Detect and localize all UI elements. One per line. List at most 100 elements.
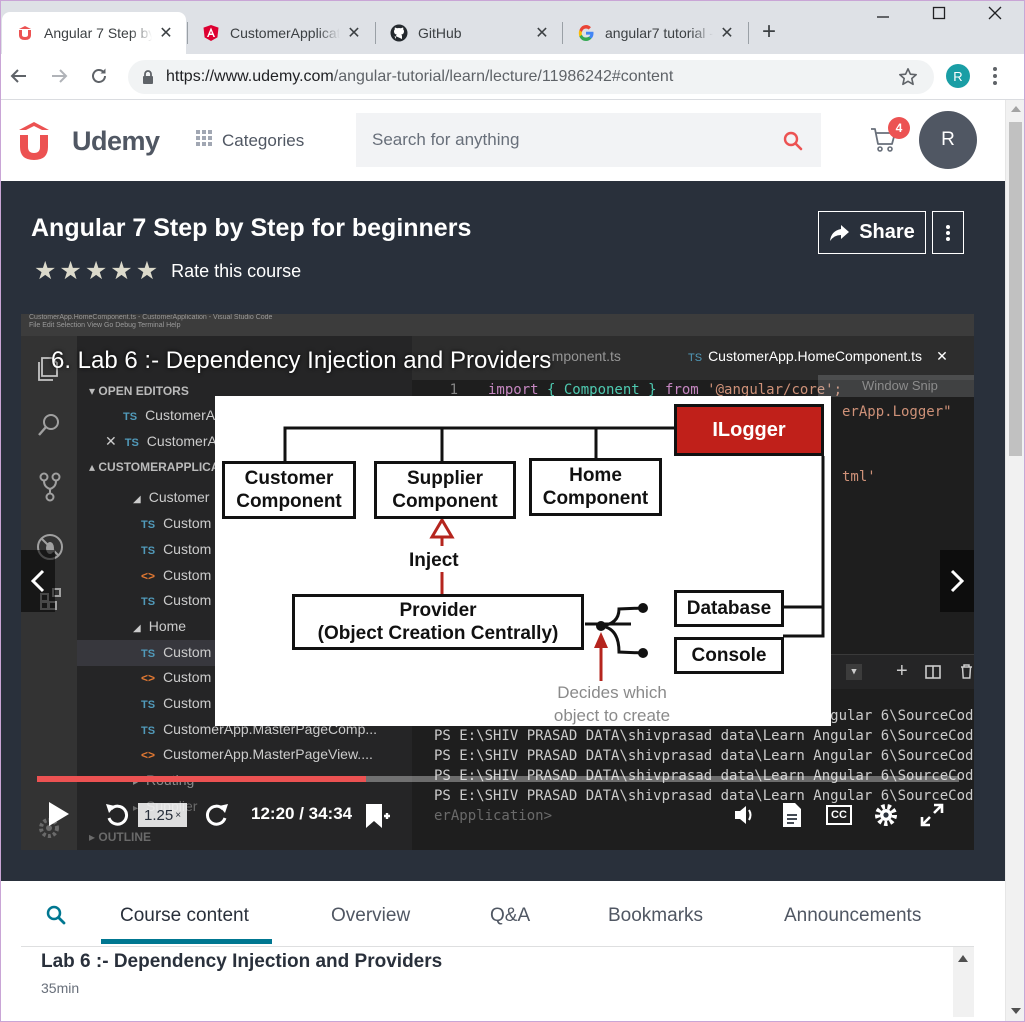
tree-folder: ◢Customer (133, 489, 210, 505)
lecture-title-overlay: 6. Lab 6 :- Dependency Injection and Pro… (51, 347, 552, 374)
course-content-tabs: Course content Overview Q&A Bookmarks An… (21, 881, 974, 947)
tab-announcements[interactable]: Announcements (784, 905, 922, 926)
search-bar (356, 113, 821, 167)
settings-gear-icon[interactable] (873, 802, 899, 828)
scroll-up-arrow-icon[interactable] (958, 955, 968, 962)
tab-separator (562, 22, 563, 44)
section-project: ▴ CUSTOMERAPPLICATION (89, 460, 248, 474)
more-options-button[interactable] (932, 211, 964, 254)
star-icon[interactable]: ★ (59, 257, 82, 285)
browser-address-bar: https://www.udemy.com/angular-tutorial/l… (0, 54, 1025, 100)
content-scrollbar[interactable] (953, 947, 974, 1017)
github-icon (390, 24, 408, 42)
browser-profile-avatar[interactable]: R (946, 64, 970, 88)
fullscreen-icon[interactable] (919, 802, 945, 828)
close-icon[interactable]: ✕ (535, 25, 549, 42)
dropdown-arrow-icon: ▼ (846, 664, 862, 680)
back-arrow-icon[interactable] (6, 63, 32, 89)
playback-speed-button[interactable]: 1.25× (138, 803, 188, 827)
star-icon[interactable]: ★ (34, 257, 57, 285)
next-lecture-button[interactable] (940, 550, 974, 612)
trash-icon (960, 664, 973, 683)
lecture-item-duration: 35min (41, 980, 80, 996)
slide-decides-label: Decides which object to create (553, 683, 671, 725)
forward-arrow-icon[interactable] (46, 63, 72, 89)
tree-folder: ◢Home (133, 618, 187, 634)
terminal-line: PS E:\SHIV PRASAD DATA\shivprasad data\L… (434, 788, 974, 804)
course-player-area: Angular 7 Step by Step for beginners ★ ★… (0, 181, 1005, 881)
add-bookmark-icon[interactable] (364, 802, 390, 830)
url-field[interactable]: https://www.udemy.com/angular-tutorial/l… (128, 60, 934, 94)
previous-lecture-button[interactable] (21, 550, 55, 612)
video-progress-bar[interactable] (37, 776, 959, 782)
search-icon[interactable] (46, 905, 66, 930)
tab-qa[interactable]: Q&A (490, 905, 531, 926)
terminal-prompt: erApplication> (434, 808, 561, 824)
editor-tab: ...mponent.ts (540, 348, 621, 364)
video-player[interactable]: File Edit Selection View Go Debug Termin… (21, 314, 974, 850)
search-icon[interactable] (783, 131, 803, 156)
list-item[interactable]: Lab 6 :- Dependency Injection and Provid… (21, 947, 953, 1017)
volume-icon[interactable] (734, 804, 758, 826)
rate-course-label[interactable]: Rate this course (171, 261, 302, 281)
slide-inject-label: Inject (409, 550, 459, 571)
window-snip-overlay: Window Snip (818, 375, 974, 397)
transcript-icon[interactable] (782, 802, 802, 828)
course-title: Angular 7 Step by Step for beginners (31, 214, 472, 242)
play-icon[interactable] (47, 800, 71, 828)
code-fragment: tml' (842, 469, 876, 485)
close-icon[interactable]: ✕ (347, 25, 361, 42)
captions-button[interactable]: CC (826, 805, 852, 825)
reload-icon[interactable] (86, 63, 112, 89)
categories-menu[interactable]: Categories (196, 130, 304, 151)
new-tab-plus-icon[interactable]: + (762, 18, 777, 45)
minimize-icon[interactable] (868, 6, 898, 25)
search-input[interactable] (372, 130, 772, 150)
user-avatar[interactable]: R (919, 111, 977, 169)
tree-item: <>Custom (141, 669, 212, 685)
scrollbar-thumb[interactable] (1009, 122, 1022, 456)
scroll-up-arrow-icon[interactable] (1011, 106, 1021, 112)
maximize-icon[interactable] (924, 6, 954, 25)
udemy-logo[interactable]: Udemy (16, 120, 160, 162)
logo-text: Udemy (72, 125, 160, 156)
course-rating[interactable]: ★ ★ ★ ★ ★ Rate this course (34, 259, 301, 284)
categories-label: Categories (222, 130, 305, 150)
share-arrow-icon (830, 224, 850, 241)
browser-tab-github[interactable]: GitHub ✕ (376, 12, 562, 54)
browser-tab-customerapplication[interactable]: CustomerApplication ✕ (188, 12, 374, 54)
video-timecode: 12:20 / 34:34 (251, 804, 353, 823)
star-icon[interactable]: ★ (135, 257, 159, 285)
star-icon[interactable]: ★ (110, 257, 133, 285)
tab-bookmarks[interactable]: Bookmarks (608, 905, 704, 926)
tab-course-content[interactable]: Course content (120, 905, 249, 926)
page-scrollbar[interactable] (1005, 100, 1025, 1022)
star-icon[interactable]: ★ (84, 257, 108, 285)
tab-title: Angular 7 Step by Step for beginners | U… (44, 25, 152, 41)
dependency-injection-slide: ILogger Customer Component Supplier Comp… (215, 396, 831, 726)
section-outline: ▸ OUTLINE (89, 830, 152, 844)
browser-tab-google[interactable]: angular7 tutorial - Google Search ✕ (563, 12, 747, 54)
scroll-down-arrow-icon[interactable] (1011, 1008, 1021, 1014)
window-close-icon[interactable] (980, 6, 1010, 25)
forward-icon[interactable] (205, 802, 229, 828)
close-icon[interactable]: ✕ (159, 25, 173, 42)
rewind-icon[interactable] (105, 802, 129, 828)
udemy-logo-mark-icon (19, 122, 49, 160)
bookmark-star-icon[interactable] (898, 67, 918, 87)
explorer-icon (35, 356, 61, 387)
terminal-line: PS E:\SHIV PRASAD DATA\shivprasad data\L… (434, 748, 974, 764)
terminal-line: PS E:\SHIV PRASAD DATA\shivprasad data\L… (434, 768, 974, 784)
close-icon[interactable]: ✕ (720, 25, 734, 42)
share-button[interactable]: Share (818, 211, 926, 254)
vscode-menu-text: File Edit Selection View Go Debug Termin… (29, 322, 181, 329)
chevron-left-icon (31, 569, 45, 593)
browser-tab-udemy[interactable]: Angular 7 Step by Step for beginners | U… (2, 12, 186, 54)
tab-overview[interactable]: Overview (331, 905, 411, 926)
browser-menu-icon[interactable] (992, 66, 1002, 91)
